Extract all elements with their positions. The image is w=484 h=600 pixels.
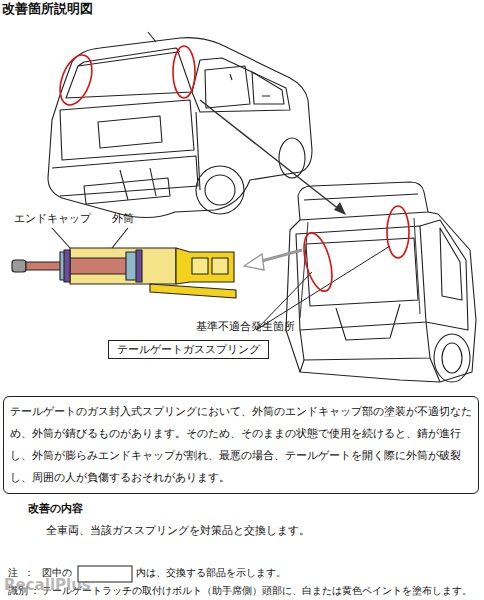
box-text: テールゲートガススプリング (117, 343, 260, 356)
watermark: RecallPlus (4, 576, 91, 594)
section-heading: 改善の内容 (28, 502, 83, 515)
part-label: エンドキャップ (14, 212, 91, 225)
note-text: テールゲートラッチの取付けボルト（助手席側）頭部に、白または黄色ペイントを塗布し… (42, 585, 472, 596)
body-text: 全車両、当該ガススプリングを対策品と交換します。 (46, 524, 310, 537)
location-label: 基準不適合発生箇所 (196, 320, 295, 333)
part-name-box: テールゲートガススプリング (108, 340, 269, 359)
note-text: 内は、交換する部品を示します。 (136, 567, 286, 579)
paragraph-text: テールゲートのガス封入式スプリングにおいて、外筒のエンドキャップ部の塗装が不適切… (10, 401, 472, 489)
part-label: 外筒 (112, 212, 134, 225)
description-box: テールゲートのガス封入式スプリングにおいて、外筒のエンドキャップ部の塗装が不適切… (3, 396, 479, 494)
page-title: 改善箇所説明図 (2, 1, 93, 17)
